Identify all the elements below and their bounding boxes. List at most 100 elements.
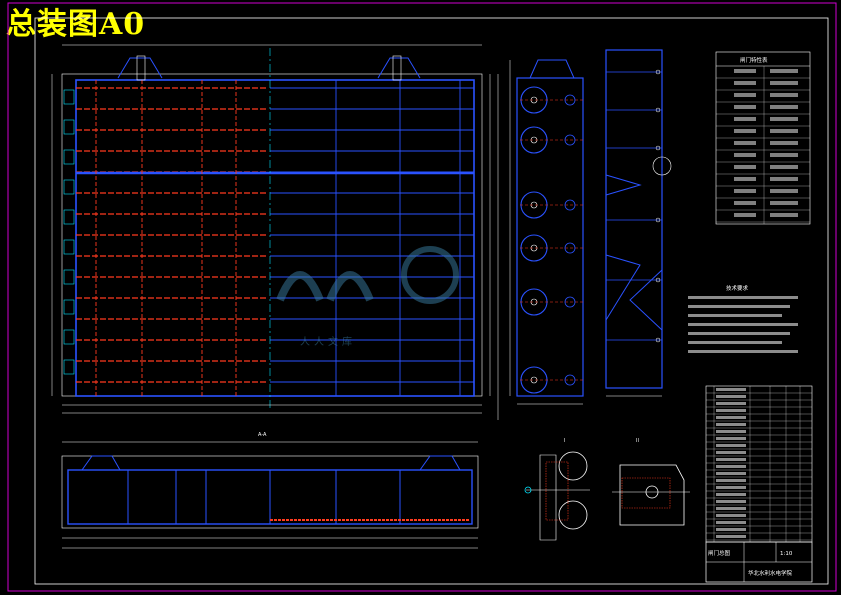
lifting-lug-right xyxy=(377,57,421,79)
detail-view-2: II xyxy=(612,438,690,526)
side-roller xyxy=(63,89,75,105)
parts-row-name xyxy=(716,416,746,419)
section-label-plan: A-A xyxy=(258,432,267,438)
side-roller xyxy=(63,119,75,135)
parts-row-name xyxy=(716,507,746,510)
spec-row-value-block xyxy=(770,105,798,109)
side-roller xyxy=(63,239,75,255)
spec-row-label-block xyxy=(734,81,756,85)
side-roller xyxy=(63,179,75,195)
spec-row-value-block xyxy=(770,93,798,97)
main-wheel xyxy=(520,288,548,316)
plan-view: A-A xyxy=(61,432,479,549)
spec-row-value-block xyxy=(770,165,798,169)
spec-row-value-block xyxy=(770,213,798,217)
spec-row-label-block xyxy=(734,165,756,169)
note-line xyxy=(688,314,782,317)
inner-frame xyxy=(34,17,829,585)
side-roller xyxy=(63,299,75,315)
parts-row-name xyxy=(716,465,746,468)
detail-label-2: II xyxy=(636,438,639,444)
parts-list xyxy=(705,385,813,543)
bolt xyxy=(655,69,661,75)
guide-wheel xyxy=(564,199,576,211)
spec-row-value-block xyxy=(770,201,798,205)
bolt xyxy=(655,217,661,223)
spec-row-label-block xyxy=(734,153,756,157)
parts-list-rows xyxy=(706,386,812,542)
guide-wheel xyxy=(564,242,576,254)
tech-notes-lines xyxy=(688,296,798,353)
bolt xyxy=(655,277,661,283)
side-view-wheels xyxy=(509,59,584,405)
side-roller xyxy=(63,149,75,165)
spec-row-label-block xyxy=(734,69,756,73)
front-elevation-view xyxy=(51,44,499,420)
front-girder-grid xyxy=(76,80,474,396)
side-roller xyxy=(63,209,75,225)
parts-row-name xyxy=(716,423,746,426)
detail-view-1: I xyxy=(524,438,590,541)
parts-row-name xyxy=(716,472,746,475)
note-line xyxy=(688,305,790,308)
side-view-wheel-set xyxy=(520,86,583,394)
truss-ribs xyxy=(606,69,662,343)
spec-row-value-block xyxy=(770,177,798,181)
spec-row-value-block xyxy=(770,129,798,133)
title-block-name: 闸门总图 xyxy=(708,549,731,557)
watermark-text: 人人文库 xyxy=(300,335,356,348)
main-wheel xyxy=(520,86,548,114)
parts-row-name xyxy=(716,535,746,538)
note-line xyxy=(688,332,790,335)
parts-row-name xyxy=(716,521,746,524)
spec-row-value-block xyxy=(770,153,798,157)
note-line xyxy=(688,350,798,353)
parts-row-name xyxy=(716,479,746,482)
side-roller xyxy=(63,269,75,285)
spec-row-value-block xyxy=(770,117,798,121)
spec-table: 闸门特性表 xyxy=(715,51,811,225)
title-block-scale: 1:10 xyxy=(780,551,793,557)
note-line xyxy=(688,341,782,344)
parts-row-name xyxy=(716,395,746,398)
main-wheel xyxy=(520,126,548,154)
plan-view-bays xyxy=(127,470,401,524)
parts-row-name xyxy=(716,493,746,496)
watermark: 人人文库 xyxy=(276,246,459,348)
spec-row-value-block xyxy=(770,189,798,193)
parts-row-name xyxy=(716,528,746,531)
side-roller xyxy=(63,359,75,375)
detail-label-1: I xyxy=(564,438,565,444)
parts-row-name xyxy=(716,409,746,412)
guide-wheel xyxy=(564,94,576,106)
parts-row-name xyxy=(716,458,746,461)
parts-row-name xyxy=(716,388,746,391)
bolt xyxy=(655,145,661,151)
spec-row-value-block xyxy=(770,69,798,73)
spec-row-value-block xyxy=(770,81,798,85)
note-line xyxy=(688,323,798,326)
bolt xyxy=(655,337,661,343)
guide-wheel xyxy=(564,134,576,146)
parts-row-name xyxy=(716,430,746,433)
title-block-school: 华北水利水电学院 xyxy=(748,569,793,577)
spec-table-title: 闸门特性表 xyxy=(740,56,768,64)
spec-row-label-block xyxy=(734,93,756,97)
tech-notes-title: 技术要求 xyxy=(726,284,749,292)
parts-row-name xyxy=(716,486,746,489)
main-wheel xyxy=(520,191,548,219)
lifting-lug-left xyxy=(117,57,163,79)
spec-row-label-block xyxy=(734,141,756,145)
parts-row-name xyxy=(716,514,746,517)
spec-row-label-block xyxy=(734,117,756,121)
spec-row-label-block xyxy=(734,105,756,109)
parts-row-name xyxy=(716,451,746,454)
parts-row-name xyxy=(716,500,746,503)
note-line xyxy=(688,296,798,299)
spec-row-value-block xyxy=(770,141,798,145)
spec-row-label-block xyxy=(734,213,756,217)
title-block: 闸门总图 1:10 华北水利水电学院 xyxy=(705,541,813,583)
guide-wheel xyxy=(564,374,576,386)
spec-table-rows xyxy=(716,66,810,224)
